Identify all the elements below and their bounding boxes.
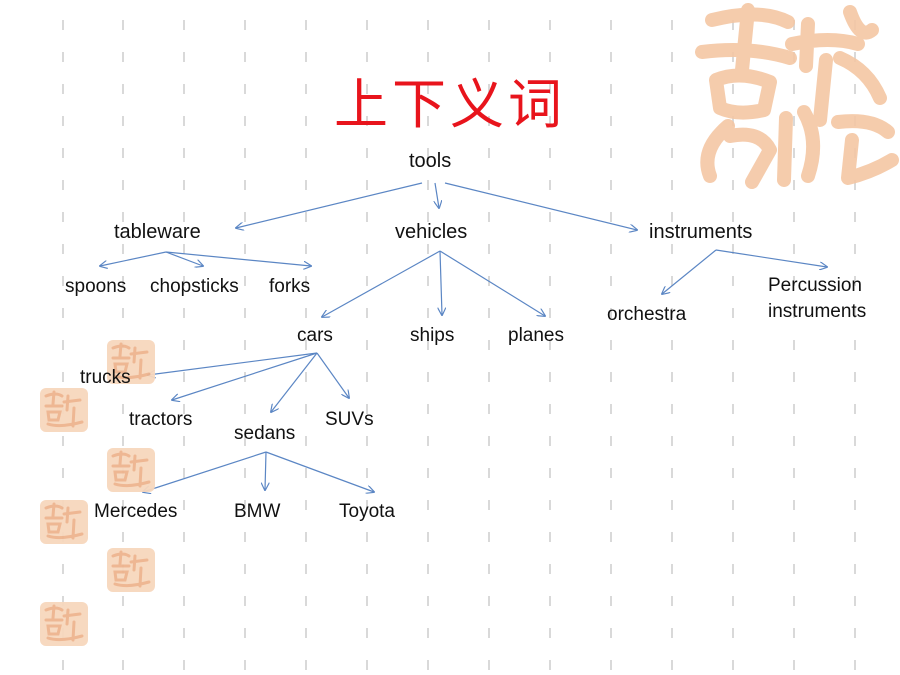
node-planes: planes: [508, 325, 564, 346]
node-spoons: spoons: [65, 276, 127, 297]
node-suvs: SUVs: [325, 409, 374, 430]
node-cars: cars: [297, 325, 333, 346]
node-bmw: BMW: [234, 501, 281, 522]
node-ships: ships: [410, 325, 455, 346]
node-percussion-line-2: instruments: [768, 301, 867, 322]
seal-icon: [40, 388, 88, 432]
node-tableware: tableware: [114, 221, 201, 243]
node-mercedes: Mercedes: [94, 501, 178, 522]
large-calligraphy-seal-icon: [695, 3, 899, 189]
node-sedans: sedans: [234, 423, 296, 444]
tree-arrows: [100, 182, 827, 492]
node-tractors: tractors: [129, 409, 193, 430]
node-toyota: Toyota: [339, 501, 395, 522]
seal-icon: [107, 548, 155, 592]
seal-icon: [107, 340, 155, 384]
node-tools: tools: [409, 150, 452, 172]
node-trucks: trucks: [80, 367, 131, 388]
seal-icon: [40, 602, 88, 646]
slide-title: 上下义词: [334, 73, 566, 136]
node-percussion-instruments: Percussion instruments: [768, 273, 866, 325]
node-vehicles: vehicles: [395, 221, 468, 243]
seal-icon: [40, 500, 88, 544]
node-instruments: instruments: [649, 221, 753, 243]
node-percussion-line-1: Percussion: [768, 275, 862, 296]
seal-icon: [107, 448, 155, 492]
node-chopsticks: chopsticks: [150, 276, 239, 297]
node-forks: forks: [269, 276, 311, 297]
node-orchestra: orchestra: [607, 304, 687, 325]
